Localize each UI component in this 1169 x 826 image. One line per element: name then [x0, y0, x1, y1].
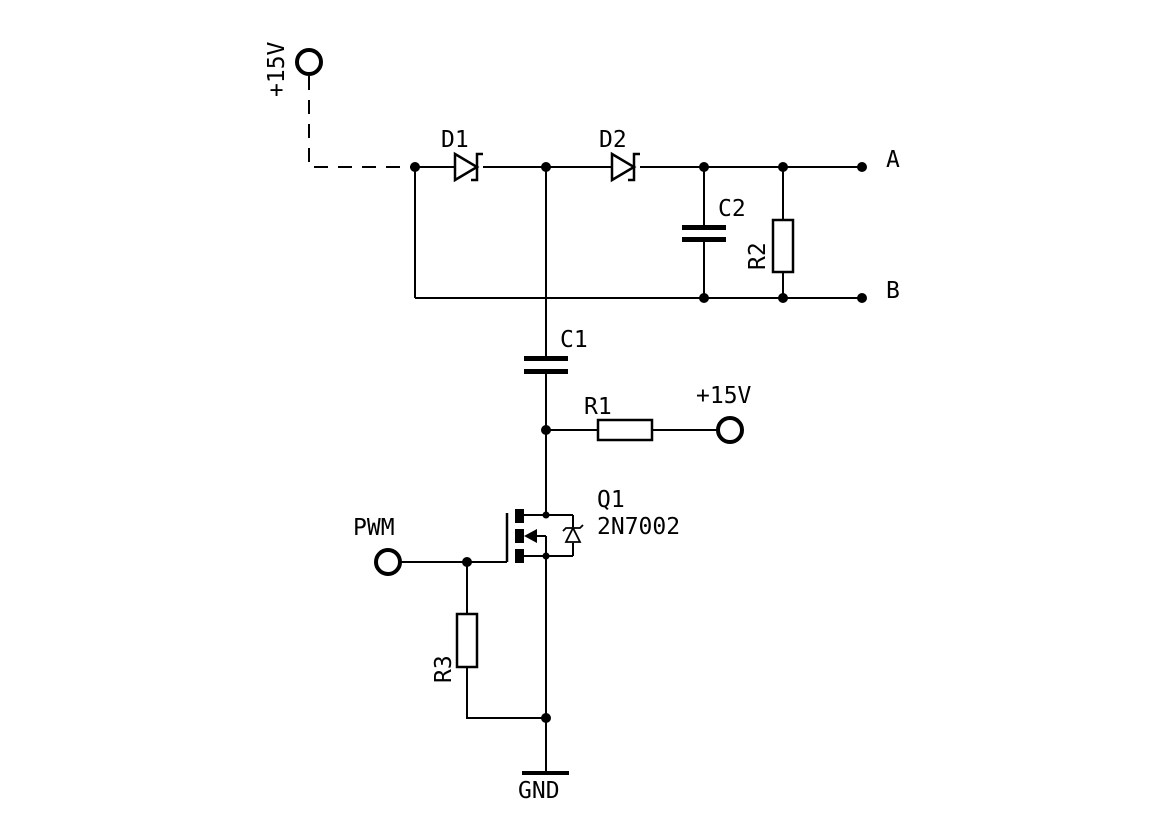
junction-dot [699, 162, 709, 172]
wiring [308, 76, 862, 771]
junction-dot [542, 511, 550, 519]
junction-dot [462, 557, 472, 567]
gnd-label: GND [518, 778, 560, 804]
mosfet-q1 [505, 509, 584, 563]
junction-dot [541, 162, 551, 172]
resistor-r3 [455, 612, 479, 669]
d1-label: D1 [441, 127, 469, 153]
junction-dot [410, 162, 420, 172]
junctions [410, 162, 867, 723]
capacitor-c2 [682, 225, 726, 242]
r2-label: R2 [745, 242, 771, 270]
zener-diode-d2 [610, 151, 640, 183]
c1-label: C1 [560, 327, 588, 353]
zener-bar [628, 152, 640, 182]
capacitor-plate [682, 237, 726, 242]
output-b-label: B [886, 278, 900, 304]
supply-top-label: +15V [264, 41, 290, 97]
pwm-terminal [374, 548, 402, 576]
channel-segment [515, 509, 524, 523]
output-pin-b-dot [857, 293, 867, 303]
channel-segment [515, 549, 524, 563]
capacitor-plate [524, 356, 568, 361]
junction-dot [699, 293, 709, 303]
body-diode-triangle [564, 525, 582, 543]
junction-dot [541, 713, 551, 723]
supply-dashed-link [308, 76, 415, 168]
zener-bar [471, 152, 483, 182]
body-arrow [524, 529, 537, 543]
supply-terminal-r1 [716, 416, 744, 444]
capacitor-c1 [524, 356, 568, 374]
diode-triangle [453, 151, 480, 183]
q1-value-label: 2N7002 [597, 514, 680, 540]
r1-label: R1 [584, 394, 612, 420]
output-pin-a-dot [857, 162, 867, 172]
r3-wire-bottom [466, 667, 546, 719]
junction-dot [778, 293, 788, 303]
r3-label: R3 [431, 655, 457, 683]
labels: +15V D1 D2 A C2 R2 B C1 +15V R1 Q1 2N700… [264, 41, 900, 804]
supply-r1-label: +15V [696, 383, 752, 409]
capacitor-plate [682, 225, 726, 230]
q1-ref-label: Q1 [597, 487, 625, 513]
output-a-label: A [886, 147, 900, 173]
diode-triangle [610, 151, 637, 183]
capacitor-plate [524, 369, 568, 374]
c2-label: C2 [718, 196, 746, 222]
supply-terminal-top [295, 48, 323, 76]
junction-dot [541, 425, 551, 435]
d2-label: D2 [599, 127, 627, 153]
body-diode-bar [562, 524, 584, 532]
ground-bar [522, 771, 569, 775]
pwm-label: PWM [353, 515, 395, 541]
zener-diode-d1 [453, 151, 483, 183]
junction-dot [778, 162, 788, 172]
junction-dot [542, 552, 550, 560]
channel-segment [515, 529, 524, 543]
resistor-r2 [771, 218, 795, 274]
resistor-r1 [596, 418, 654, 442]
